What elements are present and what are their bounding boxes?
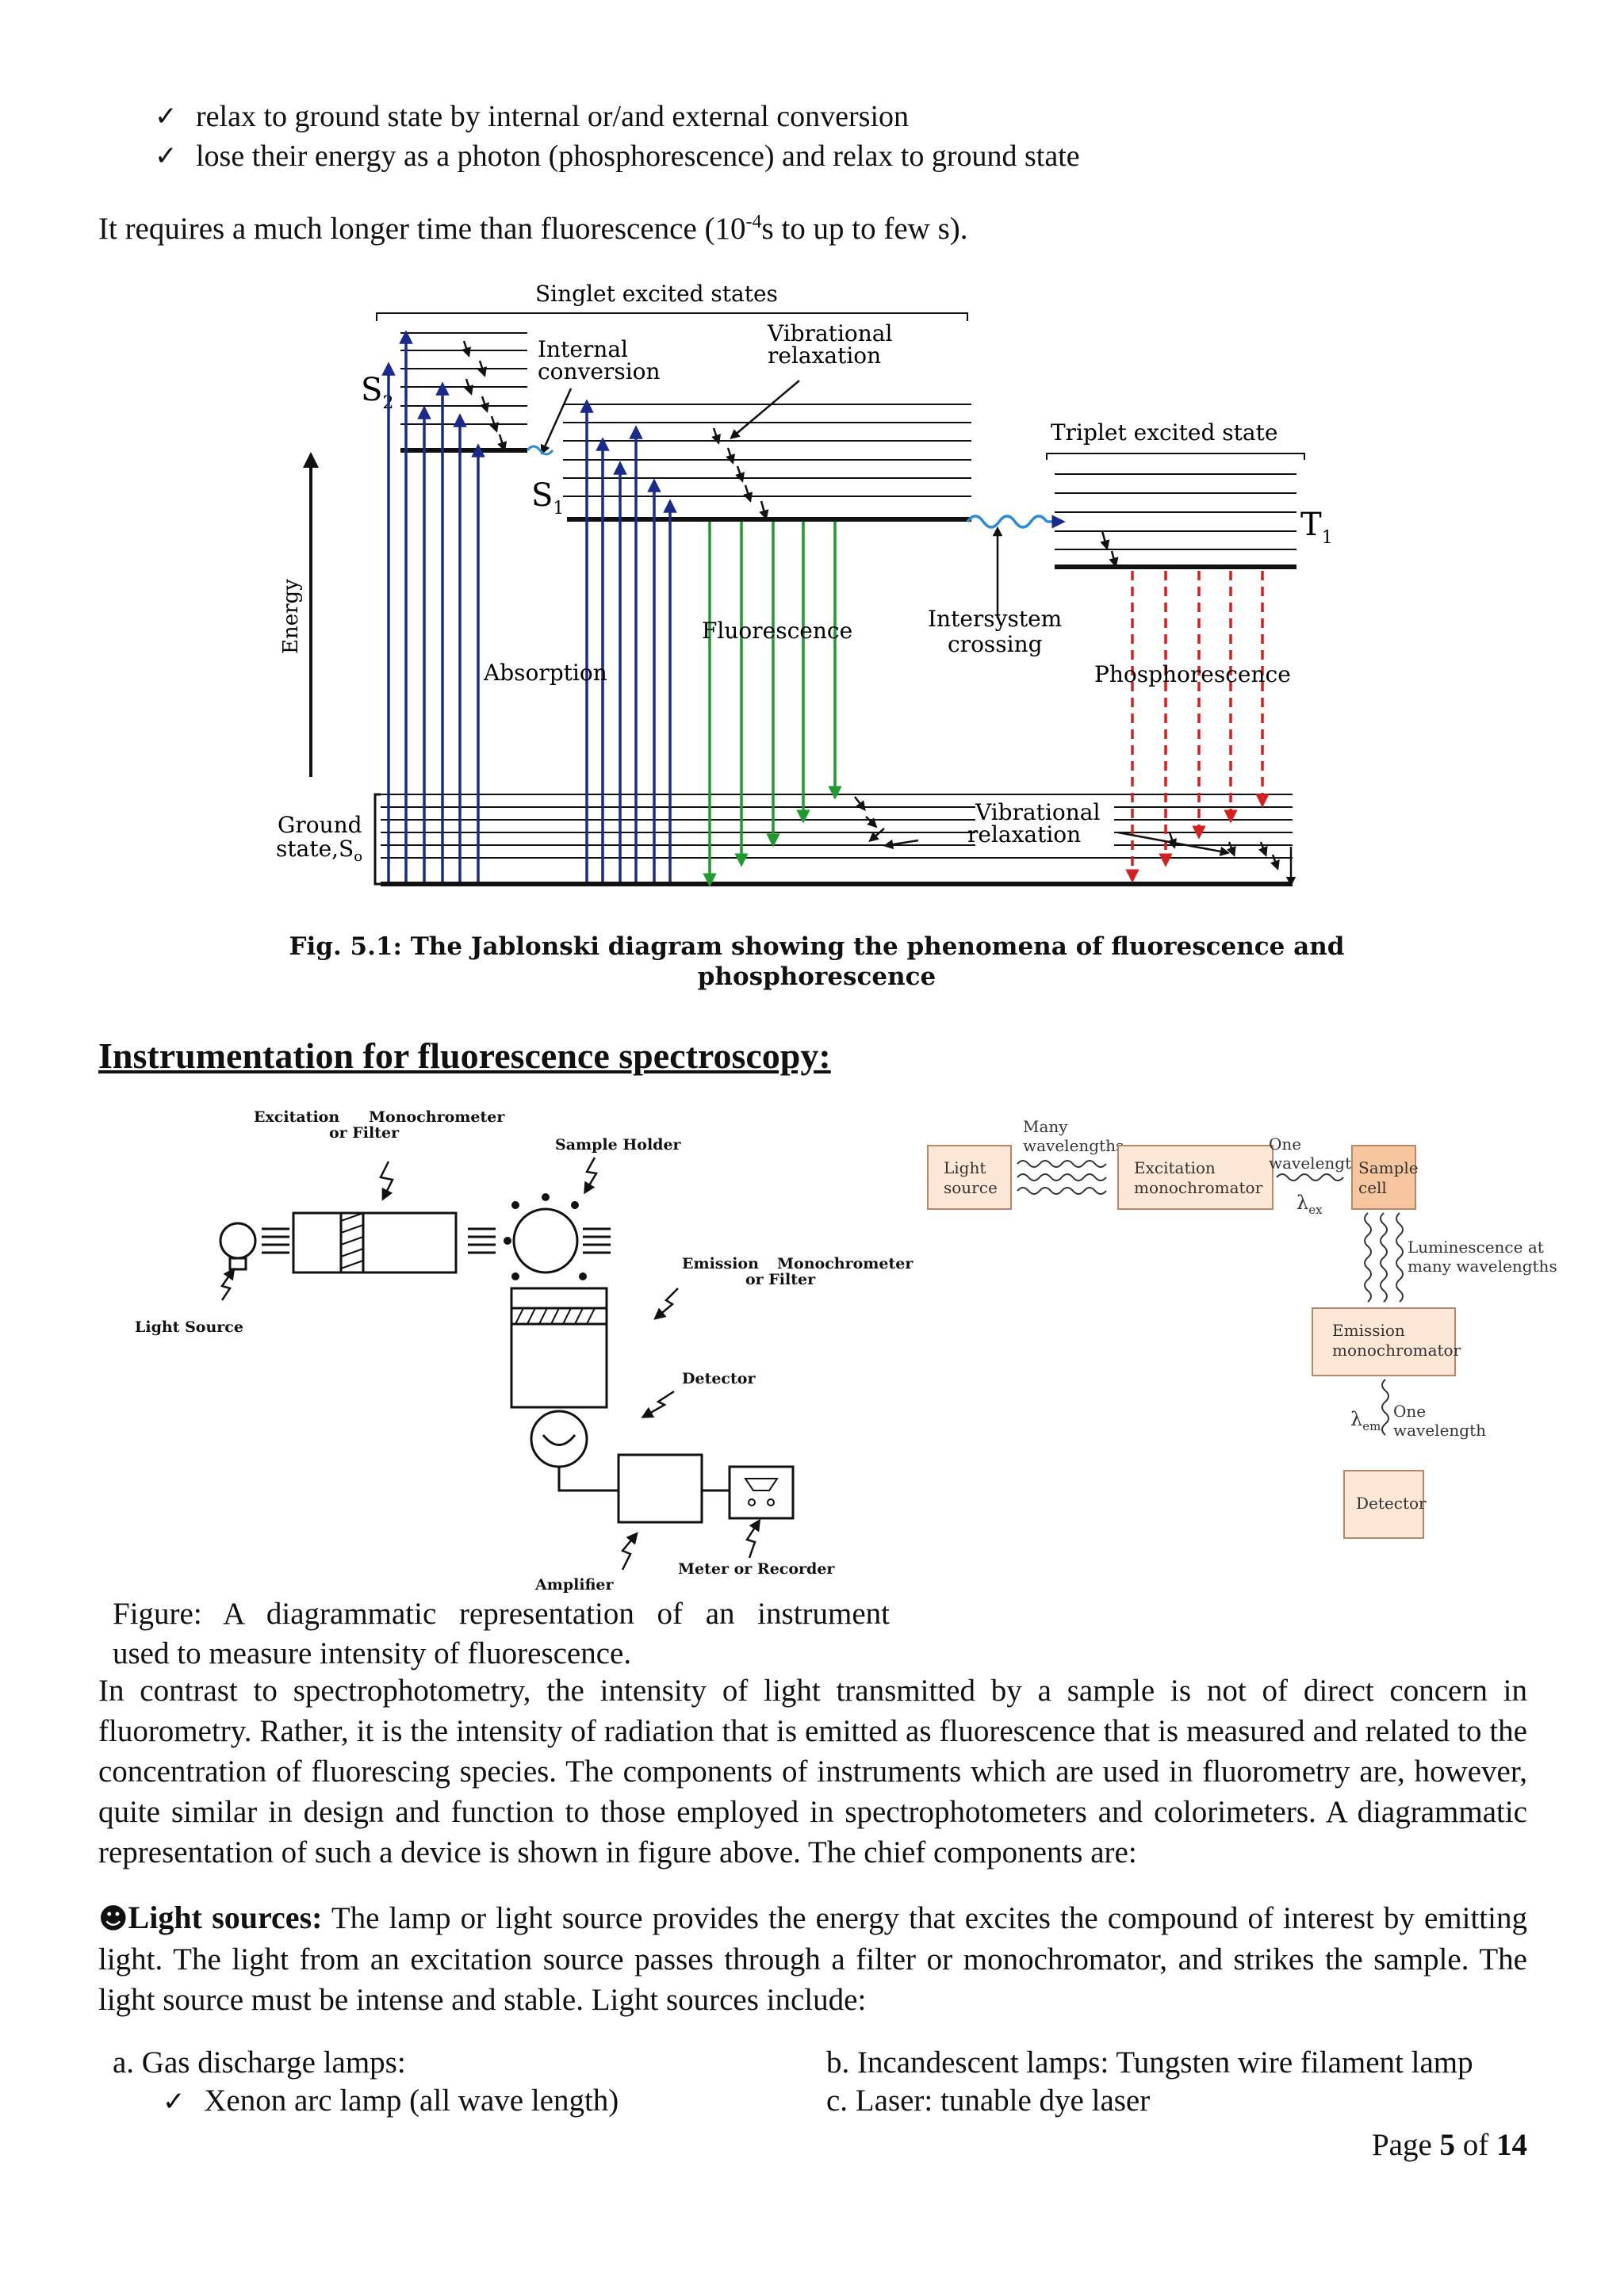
checkmark-icon: ✓	[155, 101, 178, 132]
light-source-text2: source	[944, 1178, 998, 1197]
bullet-text: lose their energy as a photon (phosphore…	[196, 140, 1080, 173]
relaxation-label: relaxation	[768, 342, 881, 369]
ground-label: Ground	[278, 812, 362, 838]
luminescence-label: Luminescence at	[1408, 1238, 1544, 1257]
smiley-icon: ☻	[98, 1903, 128, 1935]
emission-monochromator-box	[1312, 1307, 1456, 1376]
sample-cell-box	[1351, 1145, 1416, 1210]
many-label: Many	[1023, 1117, 1068, 1136]
bullet-item: ✓ lose their energy as a photon (phospho…	[155, 136, 1080, 176]
figure-caption-line-2: used to measure intensity of fluorescenc…	[113, 1636, 632, 1670]
time-sentence: It requires a much longer time than fluo…	[98, 212, 968, 246]
intersystem-label: Intersystem	[928, 606, 1062, 632]
list-item-b: b. Incandescent lamps: Tungsten wire fil…	[826, 2045, 1473, 2080]
excitation-text: Excitation	[1134, 1158, 1216, 1177]
list-item-c: c. Laser: tunable dye laser	[826, 2084, 1151, 2118]
excitation-monochromator-box	[1117, 1145, 1274, 1210]
phosphorescence-label: Phosphorescence	[1094, 661, 1291, 687]
amplifier-label: Amplifier	[534, 1576, 614, 1594]
many-wavelengths-label: many wavelengths	[1408, 1257, 1557, 1276]
instrument-schematic-left: Excitation Monochrometer or Filter Sampl…	[135, 1108, 914, 1594]
emission-text: Emission	[1332, 1321, 1405, 1340]
emission-filter-box	[510, 1287, 608, 1409]
monochromator-text: monochromator	[1134, 1178, 1263, 1197]
emission-or-filter-label: or Filter	[745, 1271, 816, 1288]
vibrational-label: Vibrational	[767, 320, 892, 346]
checkmark-icon: ✓	[163, 2086, 186, 2118]
sample-holder-icon	[512, 1207, 579, 1274]
cell-text: cell	[1358, 1178, 1387, 1197]
s1-label: S1	[531, 477, 564, 519]
figure-caption: Figure: A diagrammatic representation of…	[113, 1597, 890, 1631]
light-sources-paragraph: ☻Light sources: The lamp or light source…	[98, 1900, 1527, 2017]
emission-monochromator-text: monochromator	[1332, 1341, 1461, 1360]
excitation-filter-box	[292, 1211, 458, 1274]
excitation-label: Excitation	[254, 1108, 339, 1126]
light-bulb-icon	[219, 1222, 257, 1260]
conversion-label: conversion	[538, 358, 661, 385]
jablonski-diagram: Singlet excited states S2 S1 Triplet exc…	[270, 277, 1348, 896]
or-filter-label: or Filter	[329, 1124, 400, 1142]
one-label-2: One	[1393, 1402, 1426, 1421]
one-label: One	[1269, 1135, 1301, 1154]
light-source-text: Light	[944, 1158, 986, 1177]
relaxation-bottom-label: relaxation	[967, 821, 1081, 848]
emission-label: Emission	[682, 1255, 759, 1272]
detector-text: Detector	[1356, 1494, 1427, 1513]
sample-holder-label: Sample Holder	[555, 1136, 682, 1154]
section-heading: Instrumentation for fluorescence spectro…	[98, 1035, 831, 1076]
list-item-a: a. Gas discharge lamps:	[113, 2045, 406, 2080]
lambda-ex: λex	[1297, 1192, 1323, 1217]
instrument-flow-right: Light source Many wavelengths Excitation…	[927, 1117, 1557, 1539]
recorder-box	[728, 1465, 795, 1520]
bullet-item: ✓ relax to ground state by internal or/a…	[155, 97, 909, 136]
crossing-label: crossing	[948, 631, 1043, 657]
ground-state-label: state,So	[276, 836, 362, 865]
fluorescence-label: Fluorescence	[702, 618, 852, 644]
t1-label: T1	[1300, 507, 1333, 548]
checkmark-icon: ✓	[155, 140, 178, 172]
sample-text: Sample	[1358, 1158, 1419, 1177]
light-source-box	[927, 1145, 1012, 1210]
vibrational-bottom-label: Vibrational	[975, 799, 1100, 825]
wavelengths-label: wavelengths	[1023, 1136, 1124, 1155]
wavelength-label: wavelength	[1269, 1154, 1362, 1173]
bullet-text: relax to ground state by internal or/and…	[196, 100, 910, 133]
internal-conversion-label: Internal	[538, 336, 628, 362]
detector-icon	[530, 1410, 588, 1468]
detector-label: Detector	[682, 1370, 756, 1387]
monochromator-label: Monochrometer	[369, 1108, 505, 1126]
lambda-em: λem	[1350, 1408, 1381, 1433]
figure-5-1-caption: Fig. 5.1: The Jablonski diagram showing …	[289, 932, 1345, 991]
singlet-label: Singlet excited states	[535, 281, 778, 307]
detector-box	[1343, 1470, 1424, 1539]
meter-label: Meter or Recorder	[678, 1560, 835, 1578]
amplifier-box	[617, 1453, 703, 1524]
list-item-a-sub: ✓ Xenon arc lamp (all wave length)	[163, 2084, 619, 2118]
energy-axis-label: Energy	[279, 579, 303, 654]
main-paragraph: In contrast to spectrophotometry, the in…	[98, 1674, 1527, 1869]
light-source-label: Light Source	[135, 1318, 243, 1336]
page-footer: Page 5 of 14	[1371, 2128, 1527, 2162]
triplet-label: Triplet excited state	[1051, 419, 1277, 446]
emission-mono-label: Monochrometer	[777, 1255, 914, 1272]
wavelength-label-2: wavelength	[1393, 1421, 1486, 1440]
absorption-label: Absorption	[483, 660, 607, 686]
